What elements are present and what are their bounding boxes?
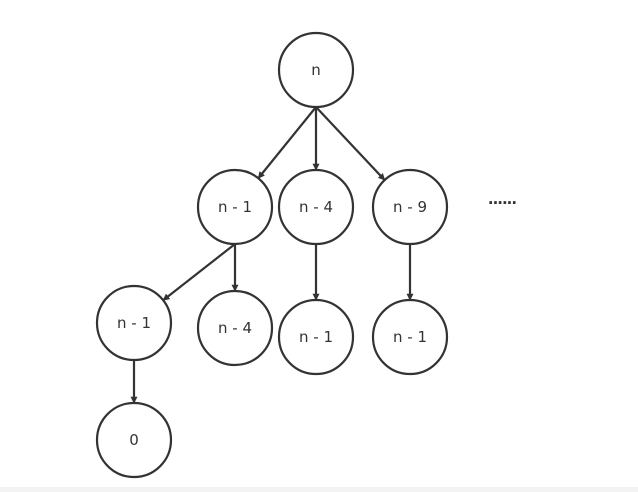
node-label: n - 1 (299, 328, 333, 346)
node-circle (371, 168, 449, 246)
tree-node-g3: n - 1 (277, 298, 355, 376)
tree-node-g1: n - 1 (95, 284, 173, 362)
node-circle (95, 401, 173, 479)
node-label: n - 4 (218, 319, 252, 337)
bottom-strip (0, 487, 638, 492)
node-label: 0 (129, 431, 139, 449)
tree-node-leaf: 0 (95, 401, 173, 479)
tree-node-root: n (277, 31, 355, 109)
node-circle (95, 284, 173, 362)
node-label: n - 1 (393, 328, 427, 346)
node-label: n - 1 (117, 314, 151, 332)
tree-node-c1: n - 1 (196, 168, 274, 246)
node-circle (277, 168, 355, 246)
node-circle (277, 298, 355, 376)
tree-node-g4: n - 1 (371, 298, 449, 376)
ellipsis-text: ...... (488, 190, 516, 208)
node-circle (196, 289, 274, 367)
tree-node-c2: n - 4 (277, 168, 355, 246)
edge-root-to-c1 (257, 106, 317, 179)
edge-c1-to-g1 (162, 243, 236, 302)
edge-root-to-c3 (315, 106, 386, 181)
node-circle (277, 31, 355, 109)
tree-node-g2: n - 4 (196, 289, 274, 367)
edges-layer (130, 106, 414, 404)
node-circle (196, 168, 274, 246)
node-circle (371, 298, 449, 376)
nodes-layer: n n - 1 n - 4 n - 9 n - 1 n - 4 n - 1 n - 1 0 (95, 31, 449, 479)
node-label: n - 1 (218, 198, 252, 216)
node-label: n - 9 (393, 198, 427, 216)
node-label: n (311, 61, 321, 79)
node-label: n - 4 (299, 198, 333, 216)
tree-node-c3: n - 9 (371, 168, 449, 246)
